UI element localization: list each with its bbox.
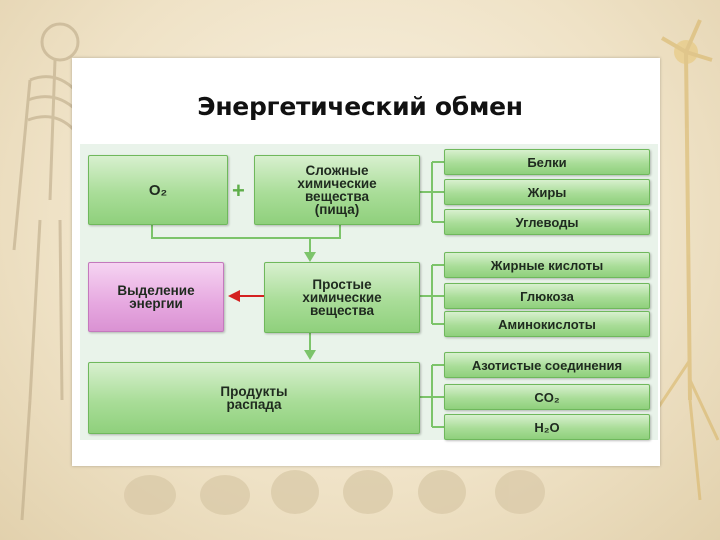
decay-products-box: Продукты распада — [88, 362, 420, 434]
simple-line-2: химические — [302, 290, 382, 305]
item-nitrogen-compounds: Азотистые соединения — [444, 352, 650, 378]
item-h2o: H₂O — [444, 414, 650, 440]
complex-line-1: Сложные — [305, 163, 369, 178]
simple-line-1: Простые — [312, 277, 372, 292]
energy-release-box: Выделение энергии — [88, 262, 224, 332]
arrow-left-icon — [228, 290, 240, 302]
arrow-down-icon — [304, 252, 316, 262]
complex-line-2: химические — [297, 176, 377, 191]
item-proteins: Белки — [444, 149, 650, 175]
neuron-illustration — [648, 19, 720, 501]
item-fatty-acids: Жирные кислоты — [444, 252, 650, 278]
simple-substances-box: Простые химические вещества — [264, 262, 420, 333]
complex-line-4: (пища) — [314, 202, 360, 217]
item-glucose: Глюкоза — [444, 283, 650, 309]
skulls-illustration — [124, 470, 545, 515]
item-fats: Жиры — [444, 179, 650, 205]
plus-sign: + — [232, 178, 245, 203]
simple-line-3: вещества — [309, 303, 375, 318]
energy-line-2: энергии — [129, 296, 183, 311]
item-amino-acids: Аминокислоты — [444, 311, 650, 337]
arrow-down-icon — [304, 350, 316, 360]
oxygen-label: O₂ — [148, 181, 168, 199]
energy-line-1: Выделение — [117, 283, 195, 298]
products-line-2: распада — [226, 397, 282, 412]
slide-title: Энергетический обмен — [197, 92, 523, 121]
complex-line-3: вещества — [304, 189, 370, 204]
item-carbohydrates: Углеводы — [444, 209, 650, 235]
complex-substances-box: Сложные химические вещества (пища) — [254, 155, 420, 225]
item-co2: CO₂ — [444, 384, 650, 410]
skeleton-illustration — [12, 22, 80, 521]
oxygen-box: O₂ — [88, 155, 228, 225]
products-line-1: Продукты — [220, 384, 288, 399]
